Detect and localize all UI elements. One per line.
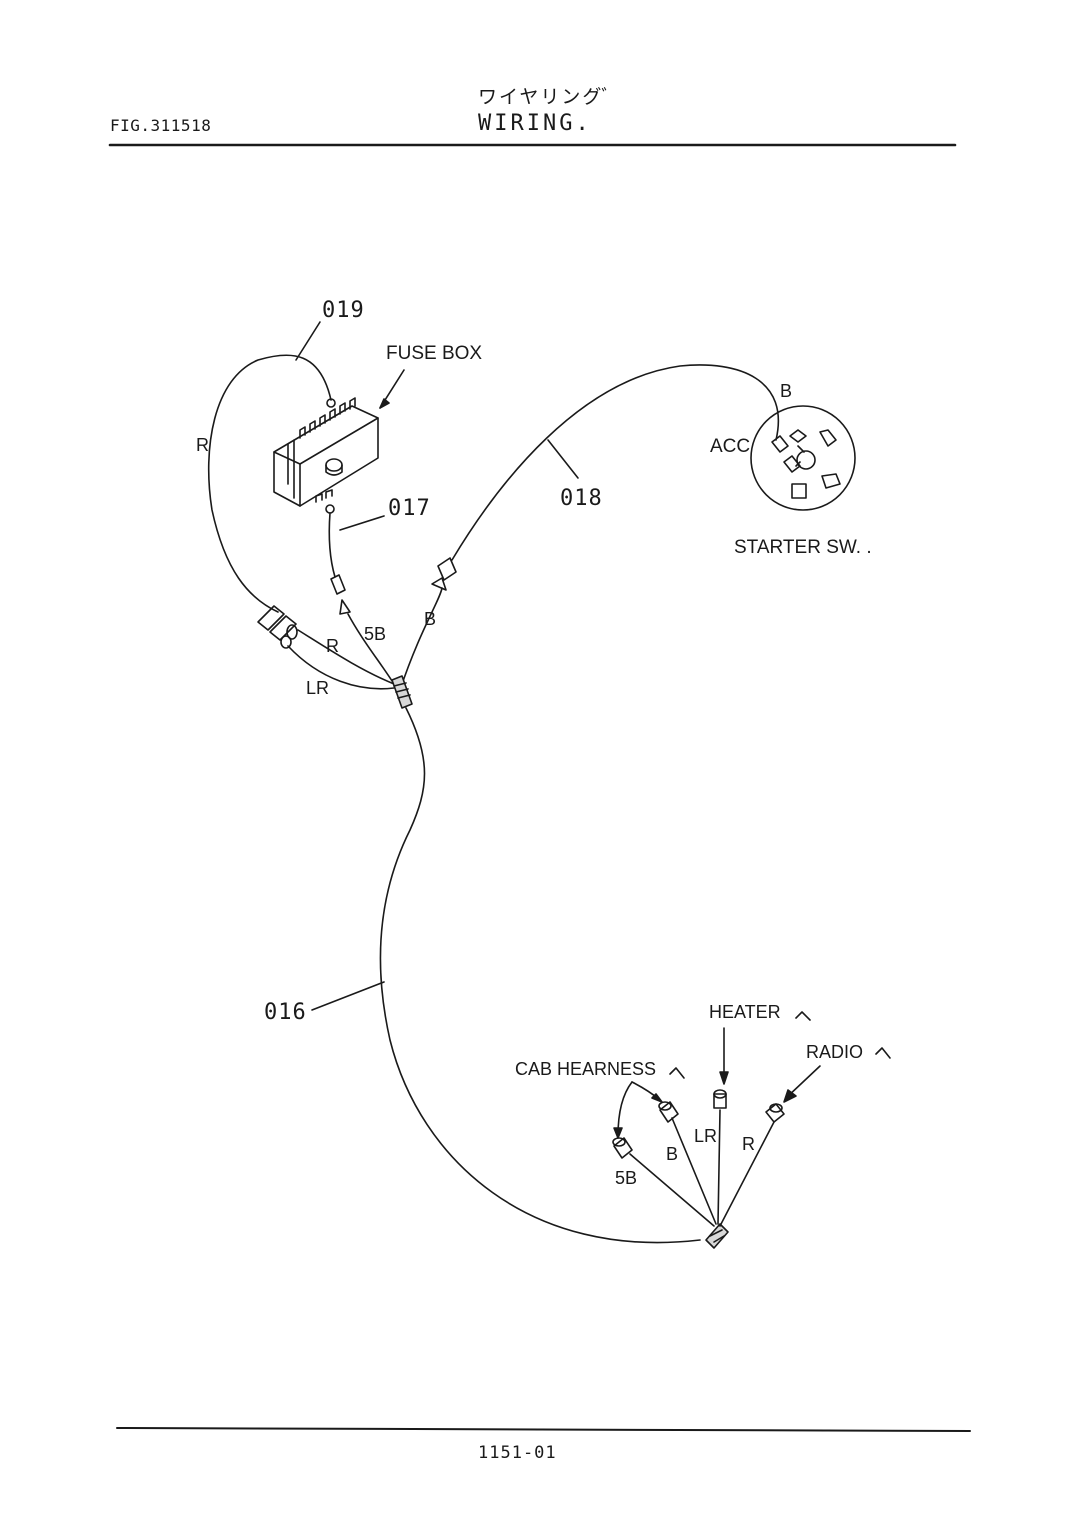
part-019-label: 019: [322, 298, 365, 323]
title-english: WIRING.: [478, 111, 592, 136]
wire-color-lr-bottom: LR: [694, 1126, 718, 1146]
fuse-box-label: FUSE BOX: [386, 343, 483, 364]
title-japanese: ワイヤリングﾞ: [478, 86, 613, 108]
wire-color-b-starter: B: [780, 381, 793, 401]
wire-color-b-bottom: B: [666, 1144, 679, 1164]
radio-arrow-icon: [875, 1047, 891, 1059]
wire-r-bottom: [719, 1121, 775, 1227]
connector-lr-icon: [713, 1089, 727, 1109]
wire-color-5b-bottom: 5B: [615, 1168, 638, 1188]
connector-5b-icon: [612, 1137, 633, 1159]
wire-color-r-019: R: [196, 435, 209, 455]
starter-switch-label: STARTER SW. .: [734, 537, 872, 558]
acc-label: ACC: [710, 436, 751, 457]
footer-rule: [116, 1427, 971, 1432]
part-016-label: 016: [264, 1000, 307, 1025]
wire-color-5b-017: 5B: [364, 624, 387, 644]
wire-b-bottom: [671, 1117, 717, 1225]
wire-016: [379, 707, 701, 1244]
wire-lr-bottom: [717, 1109, 721, 1225]
junction-top-icon: [391, 675, 413, 709]
part-017-label: 017: [388, 496, 431, 521]
heater-label: HEATER: [709, 1002, 781, 1022]
connector-b-icon: [658, 1101, 679, 1123]
page-number: 1151-01: [478, 1443, 557, 1463]
wire-lr-top: [287, 645, 395, 690]
cab-harness-label: CAB HEARNESS: [515, 1059, 657, 1079]
part-018-label: 018: [560, 486, 603, 511]
wire-017b: [347, 613, 395, 685]
wire-018b: [451, 364, 780, 561]
wire-color-r-bottom: R: [742, 1134, 755, 1154]
cab-harness-arrow-icon: [669, 1067, 685, 1079]
wire-color-lr-top: LR: [306, 678, 330, 698]
starter-switch-icon: [750, 405, 856, 511]
wire-color-b-018: B: [424, 609, 437, 629]
connector-cluster-top-icon: [257, 605, 298, 649]
leader-016: [311, 981, 385, 1011]
connector-r-icon: [765, 1103, 785, 1123]
heater-arrow-icon: [795, 1011, 811, 1021]
wire-017: [328, 512, 336, 578]
radio-label: RADIO: [806, 1042, 864, 1062]
leader-019: [295, 321, 321, 361]
fuse-box-icon: [273, 397, 379, 507]
wire-5b-bottom: [629, 1153, 715, 1227]
wire-r-top: [297, 629, 395, 685]
wire-color-r-top: R: [326, 636, 339, 656]
wire-018: [399, 587, 443, 691]
leader-017: [339, 515, 385, 531]
wire-019: [207, 354, 332, 613]
figure-number: FIG.311518: [110, 116, 212, 135]
leader-018: [547, 439, 579, 479]
